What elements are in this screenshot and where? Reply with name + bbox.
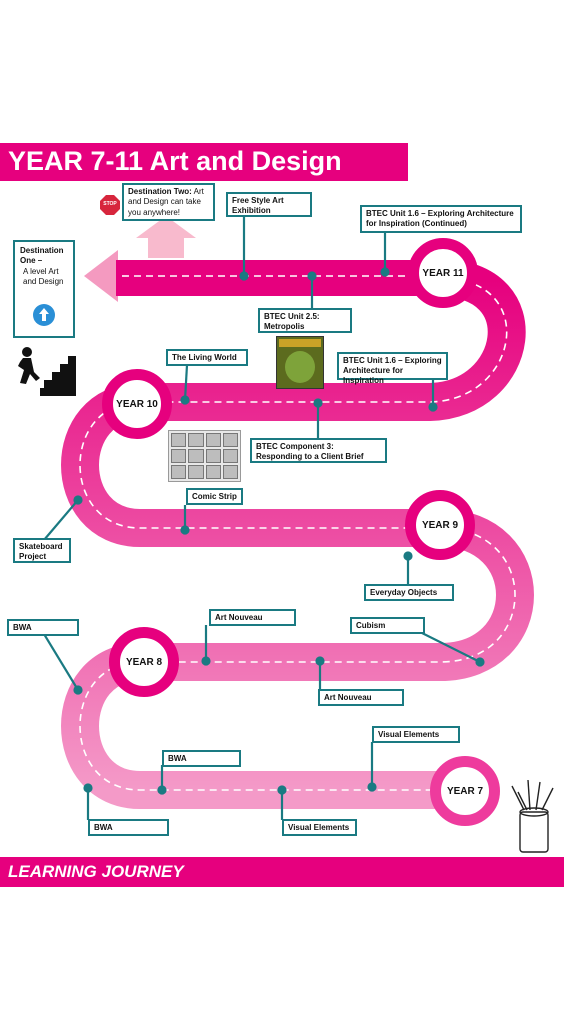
stop-sign-icon	[100, 195, 120, 215]
label-free-style-art: Free Style Art Exhibition	[226, 192, 312, 217]
label-cubism: Cubism	[350, 617, 425, 634]
stairs-climber-icon	[18, 347, 76, 396]
label-living-world: The Living World	[166, 349, 248, 366]
title-bar	[0, 143, 408, 181]
label-bwa-left-top: BWA	[7, 619, 79, 636]
year-7-marker: YEAR 7	[430, 756, 500, 826]
label-btec-16: BTEC Unit 1.6 – Exploring Architecture f…	[337, 352, 448, 385]
destination-two-text: Art and Design can take you anywhere!	[128, 187, 204, 217]
label-art-nouveau-top: Art Nouveau	[209, 609, 296, 626]
destination-two-box: Destination Two: Art and Design can take…	[122, 183, 215, 221]
label-comic-strip: Comic Strip	[186, 488, 243, 505]
label-everyday-objects: Everyday Objects	[364, 584, 454, 601]
destination-two-title: Destination Two:	[128, 187, 192, 196]
year-11-marker: YEAR 11	[408, 238, 478, 308]
comic-strip-image	[168, 430, 241, 482]
year-10-marker: YEAR 10	[102, 369, 172, 439]
footer-title: LEARNING JOURNEY	[8, 862, 184, 881]
label-btec-16-continued: BTEC Unit 1.6 – Exploring Architecture f…	[360, 205, 522, 233]
label-bwa-mid: BWA	[162, 750, 241, 767]
label-art-nouveau-bottom: Art Nouveau	[318, 689, 404, 706]
label-btec-25-metropolis: BTEC Unit 2.5: Metropolis	[258, 308, 352, 333]
destination-two-arrow	[136, 216, 196, 258]
destination-one-box: Destination One – A level Art and Design	[13, 240, 75, 338]
destination-one-title: Destination One –	[20, 246, 64, 266]
page-title: YEAR 7-11 Art and Design	[8, 146, 342, 176]
metropolis-book-image	[276, 336, 324, 389]
label-visual-elements-bottom: Visual Elements	[282, 819, 357, 836]
destination-one-text: A level Art and Design	[23, 266, 64, 287]
destination-one-arrow	[84, 250, 446, 302]
label-bwa-bottom: BWA	[88, 819, 169, 836]
pencil-pot-icon	[511, 779, 554, 853]
label-btec-component-3: BTEC Component 3: Responding to a Client…	[250, 438, 387, 463]
label-visual-elements-top: Visual Elements	[372, 726, 460, 743]
up-arrow-icon	[33, 304, 55, 326]
year-9-marker: YEAR 9	[405, 490, 475, 560]
footer-bar	[0, 857, 564, 887]
label-skateboard-project: Skateboard Project	[13, 538, 71, 563]
stop-sign-label: STOP	[103, 201, 117, 207]
year-8-marker: YEAR 8	[109, 627, 179, 697]
